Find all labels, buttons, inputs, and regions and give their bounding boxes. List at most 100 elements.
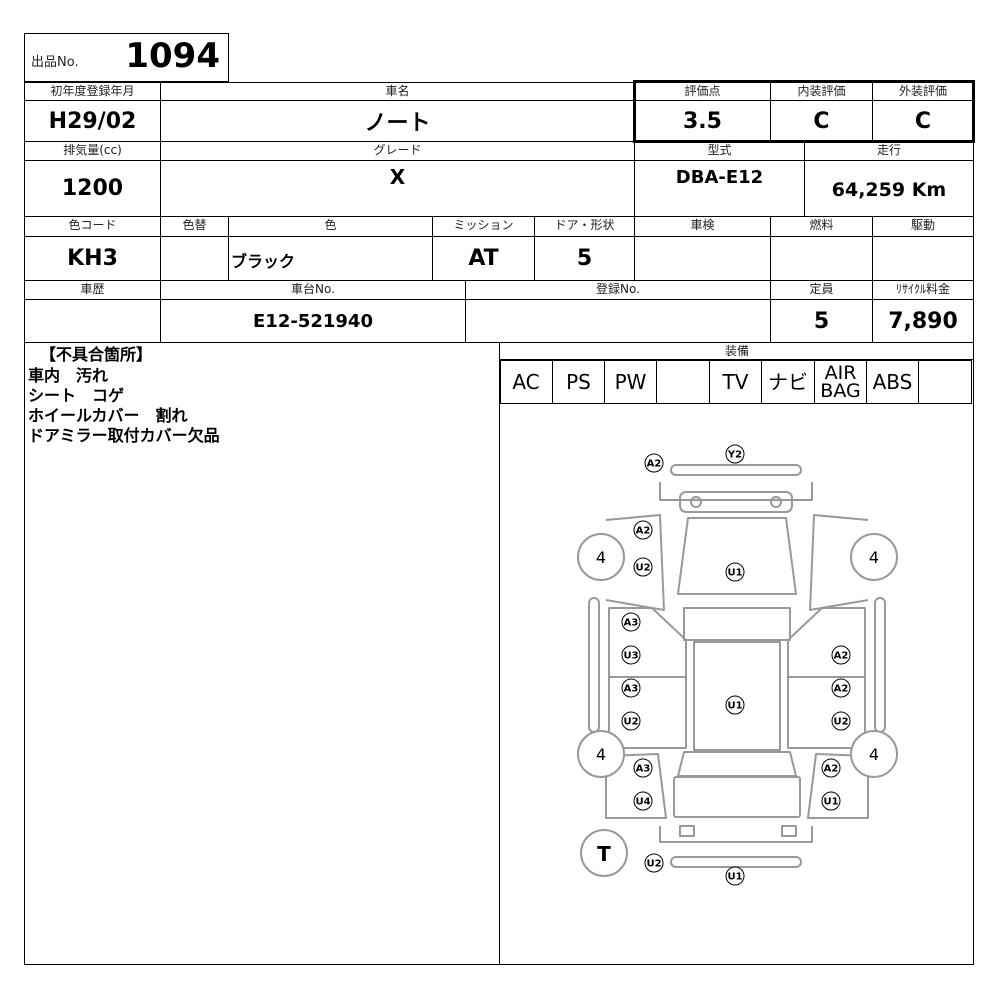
grade-header: グレード [160,141,635,161]
damage-code: A2 [647,459,662,470]
damage-mark-left-front-door-a: A3 [621,612,641,632]
lot-label: 出品No. [31,55,79,70]
interior-header: 内装評価 [770,82,873,101]
spare-tire: T [597,842,611,866]
lot-number-box: 出品No. 1094 [24,33,229,82]
chassis-header: 車台No. [160,280,466,300]
damage-code: A2 [834,684,849,695]
damage-mark-left-rear-fender: U4 [633,791,653,811]
color-cell: ブラック [228,236,433,281]
damage-code: U4 [635,797,650,808]
mileage-value: 64,259 Km [831,179,947,201]
damage-code: U2 [646,859,661,870]
damage-mark-right-quarter: A2 [821,758,841,778]
damage-code: U3 [623,651,638,662]
airbag-line1: AIR [824,362,857,384]
damage-mark-front-top: Y2 [725,444,745,464]
equip-tv: TV [710,361,762,403]
defect-item: ホイールカバー 割れ [28,406,188,425]
tire-right-rear: 4 [869,745,879,764]
tire-left-front: 4 [596,548,606,567]
drive-value [872,236,974,281]
displacement-header: 排気量(cc) [24,141,161,161]
damage-code: A3 [624,618,639,629]
door-shape-header: ドア・形状 [534,216,635,237]
defect-item: 車内 汚れ [28,366,109,385]
damage-code: A3 [636,764,651,775]
damage-mark-right-rear-fender: U1 [821,791,841,811]
recycle-header: ﾘｻｲｸﾙ料金 [872,280,974,300]
tire-right-front: 4 [869,548,879,567]
fuel-header: 燃料 [770,216,873,237]
damage-code: A3 [624,684,639,695]
equip-ac: AC [500,361,553,403]
damage-code: U2 [833,717,848,728]
equip-airbag: AIR BAG [815,361,867,403]
capacity-header: 定員 [770,280,873,300]
damage-mark-left-rear-door-a: A3 [621,678,641,698]
color-code-value: KH3 [24,236,161,281]
damage-mark-bonnet-u: U2 [633,557,653,577]
color-change-value [160,236,229,281]
model-header: 型式 [634,141,805,161]
registration-value [465,299,771,343]
tires [577,533,898,877]
equip-extra [919,361,972,403]
damage-mark-rear-bumper: U1 [725,866,745,886]
mission-header: ミッション [432,216,535,237]
history-header: 車歴 [24,280,161,300]
grade-cell: X [160,160,635,217]
door-shape-value: 5 [534,236,635,281]
exterior-value: C [872,100,974,142]
damage-code: Y2 [727,450,742,461]
chassis-value: E12-521940 [160,299,466,343]
damage-mark-rear-left: U2 [644,853,664,873]
grade-value: X [389,165,406,189]
damage-code: A2 [636,526,651,537]
damage-code: U1 [727,701,742,712]
fuel-value [770,236,873,281]
first-reg-value: H29/02 [24,100,161,142]
score-value: 3.5 [634,100,771,142]
equip-blank [657,361,710,403]
equip-ps: PS [553,361,605,403]
damage-code: A2 [834,651,849,662]
car-name-value: ノート [160,100,635,142]
lot-number: 1094 [125,36,220,76]
color-change-header: 色替 [160,216,229,237]
damage-mark-right-front-door: A2 [831,645,851,665]
section-divider [499,342,500,965]
damage-code: U1 [727,872,742,883]
interior-value: C [770,100,873,142]
equip-abs: ABS [867,361,919,403]
equip-pw: PW [605,361,657,403]
damage-mark-front-bumper: A2 [644,453,664,473]
defect-item: ドアミラー取付カバー欠品 [28,426,220,445]
mileage-cell: 64,259 Km [804,160,974,217]
damage-code: U1 [727,568,742,579]
damage-code: U2 [623,717,638,728]
color-header: 色 [228,216,433,237]
damage-mark-roof: U1 [725,695,745,715]
history-value [24,299,161,343]
damage-mark-bonnet-a: A2 [633,520,653,540]
damage-mark-left-quarter: A3 [633,758,653,778]
color-code-header: 色コード [24,216,161,237]
defects-title: 【不具合箇所】 [40,345,153,364]
score-header: 評価点 [634,82,771,101]
model-value: DBA-E12 [675,167,764,188]
damage-mark-right-rear-door-a: A2 [831,678,851,698]
damage-code: U2 [635,563,650,574]
equipment-row [500,360,972,404]
equip-navi: ナビ [762,361,815,403]
damage-code: U1 [823,797,838,808]
color-value: ブラック [231,252,296,271]
exterior-header: 外装評価 [872,82,974,101]
first-reg-header: 初年度登録年月 [24,82,161,101]
mission-value: AT [432,236,535,281]
damage-mark-right-rear-door-u: U2 [831,711,851,731]
tire-left-rear: 4 [596,745,606,764]
inspection-header: 車検 [634,216,771,237]
